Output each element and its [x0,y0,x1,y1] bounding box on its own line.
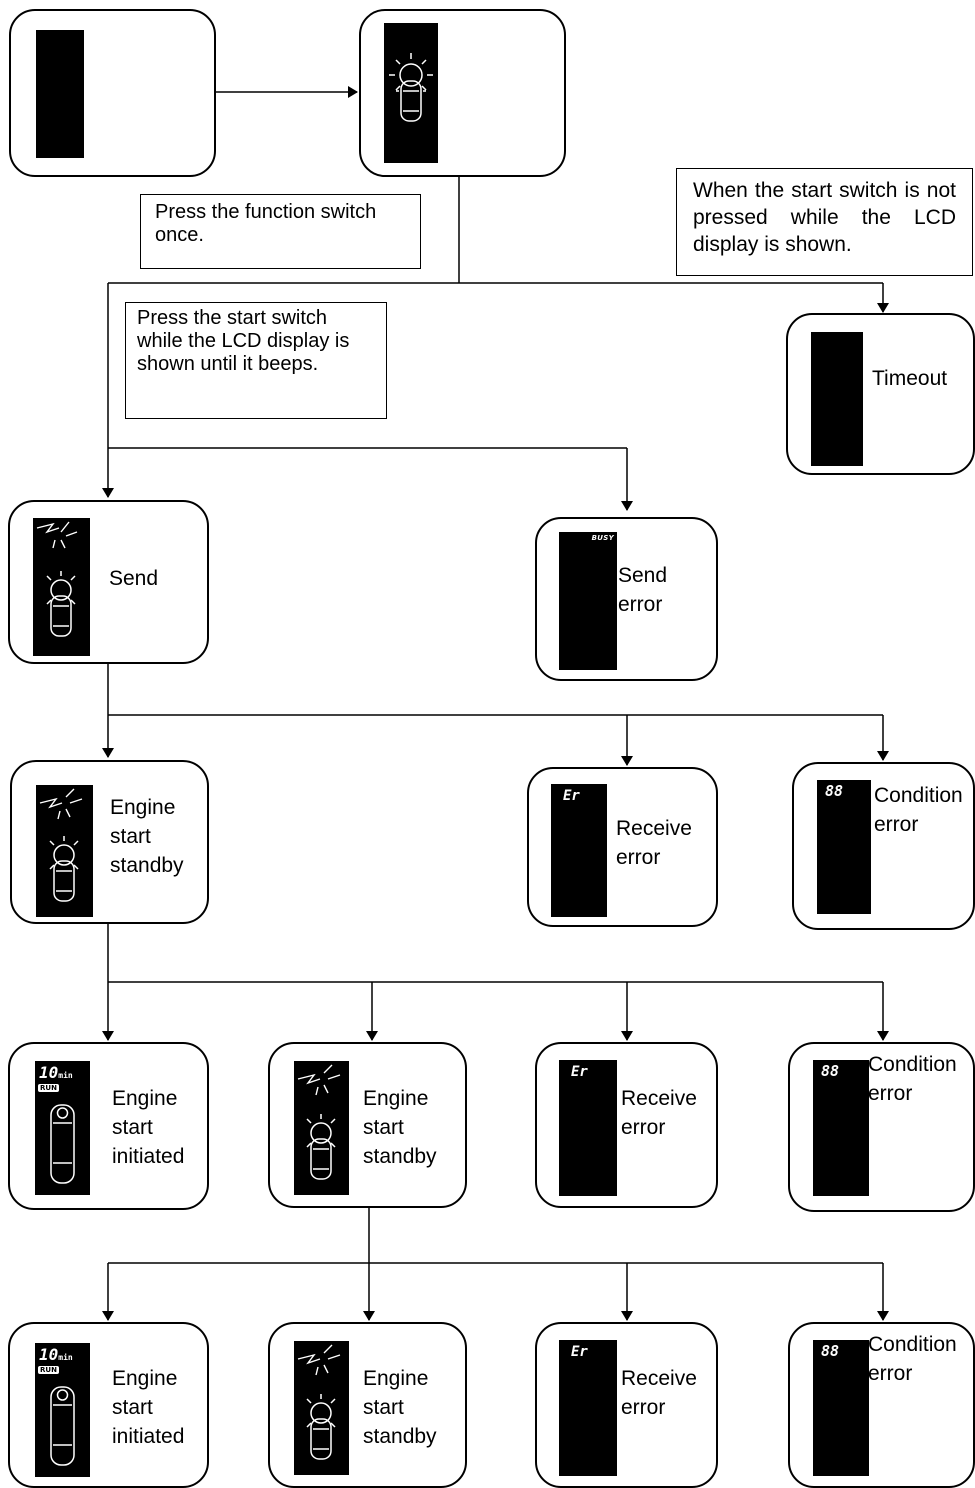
state-box-initiated-2: 10min RUN Engine start initiated [8,1322,209,1488]
run-indicator: RUN [38,1366,59,1374]
state-label-receive-error: Receive error [621,1367,697,1419]
state-label-receive-error: Receive error [621,1087,697,1139]
lcd-condition-display: 88 [813,1060,869,1196]
lcd-send-display [33,518,90,656]
state-label-send: Send [109,567,159,590]
lcd-run-display: 10min RUN [35,1061,90,1195]
car-icon [50,1104,75,1184]
state-box-receive-error-3: Er Receive error [535,1322,718,1488]
lcd-standby-display [294,1061,349,1195]
state-label-receive-error: Receive error [616,817,692,869]
car-signal-icon [306,1114,336,1180]
lcd-run-display: 10min RUN [35,1343,90,1477]
car-signal-icon [49,836,79,902]
state-label-send-error: Send error [618,564,668,616]
lcd-blank [811,332,863,466]
timer-readout: 10min [39,1345,73,1364]
lcd-error-display: Er [551,784,607,917]
state-label-initiated: Engine start initiated [112,1367,185,1448]
car-signal-icon [389,53,433,122]
condition-code: 88 [821,1062,840,1080]
state-box-standby-2: Engine start standby [268,1042,467,1208]
run-indicator: RUN [38,1084,59,1092]
signal-flash-icon [36,521,78,549]
error-code: Er [563,788,580,804]
lcd-error-display: Er [559,1060,617,1196]
lcd-standby-display [36,785,93,917]
note-start-not-pressed: When the start switch is not pressed whi… [676,168,973,276]
state-label-condition-error: Condition error [868,1333,957,1385]
state-box-selected [359,9,566,177]
signal-flash-icon [297,1064,341,1096]
note-press-start: Press the start switch while the LCD dis… [125,302,387,419]
state-box-send: Send [8,500,209,664]
car-signal-icon [306,1394,336,1460]
lcd-blank [36,30,84,158]
lcd-condition-display: 88 [817,780,871,914]
state-label-standby: Engine start standby [110,796,184,877]
state-label-timeout: Timeout [872,367,948,390]
state-box-receive-error-2: Er Receive error [535,1042,718,1208]
state-box-condition-error-3: 88 Condition error [788,1322,975,1488]
condition-code: 88 [821,1342,840,1360]
lcd-standby-display [294,1341,349,1475]
state-box-send-error: BUSY Send error [535,517,718,681]
car-icon [50,1386,75,1466]
lcd-error-display: Er [559,1340,617,1476]
lcd-condition-display: 88 [813,1340,869,1476]
signal-flash-icon [39,788,83,820]
state-label-initiated: Engine start initiated [112,1087,185,1168]
state-label-condition-error: Condition error [868,1053,957,1105]
note-press-function: Press the function switch once. [140,194,421,269]
state-box-standby-3: Engine start standby [268,1322,467,1488]
state-box-condition-error-2: 88 Condition error [788,1042,975,1212]
signal-flash-icon [297,1344,341,1376]
error-code: Er [571,1064,588,1080]
state-box-initiated: 10min RUN Engine start initiated [8,1042,209,1210]
busy-indicator: BUSY [591,534,614,542]
timer-readout: 10min [39,1063,73,1082]
condition-code: 88 [825,782,844,800]
state-label-condition-error: Condition error [874,784,963,836]
lcd-car-display [384,23,438,163]
state-label-standby: Engine start standby [363,1087,437,1168]
car-signal-icon [46,571,76,637]
state-box-standby: Engine start standby [10,760,209,924]
state-label-standby: Engine start standby [363,1367,437,1448]
state-box-receive-error: Er Receive error [527,767,718,927]
state-box-timeout: Timeout [786,313,975,475]
state-box-initial [9,9,216,177]
error-code: Er [571,1344,588,1360]
lcd-busy-display: BUSY [559,532,617,670]
state-box-condition-error: 88 Condition error [792,762,975,930]
